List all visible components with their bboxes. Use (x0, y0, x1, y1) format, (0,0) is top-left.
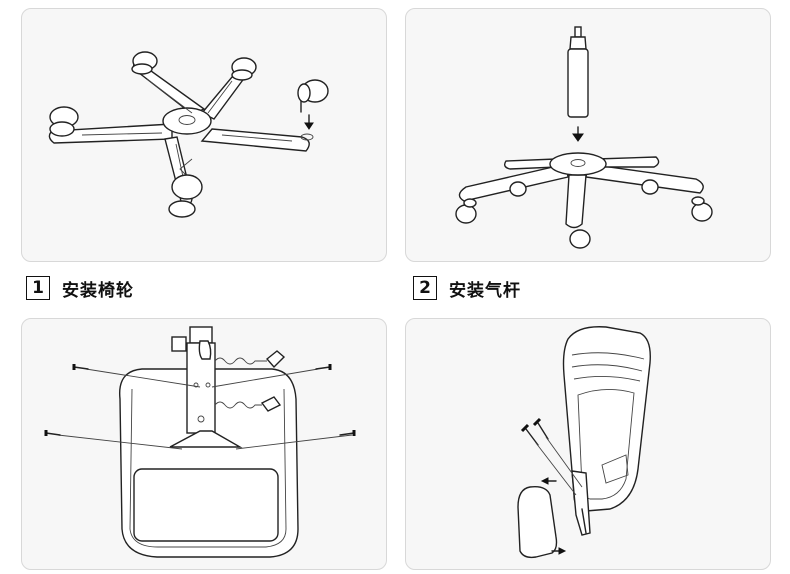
caster-install-illustration (21, 8, 387, 262)
backrest-install-illustration (405, 318, 771, 570)
step-number: 1 (26, 276, 50, 300)
screw-icon (72, 364, 89, 370)
screw-icon (520, 423, 539, 446)
arrow-icon (540, 477, 557, 485)
step-1-label: 1 安装椅轮 (26, 274, 134, 302)
step-number: 2 (413, 276, 437, 300)
chair-base-with-casters-drawing (48, 51, 329, 218)
step-title: 安装椅轮 (62, 280, 134, 301)
gas-lift-and-base-drawing (455, 26, 713, 249)
step-2-label: 2 安装气杆 (413, 274, 521, 302)
seat-mechanism-install-illustration (21, 318, 387, 570)
seat-mechanism-drawing (44, 326, 356, 558)
step-title: 安装气杆 (449, 280, 521, 301)
gas-lift-install-illustration (405, 8, 771, 262)
backrest-drawing (517, 326, 651, 559)
screw-icon (315, 364, 332, 370)
screw-icon (532, 417, 549, 440)
arrow-icon (551, 547, 567, 555)
screw-icon (339, 430, 356, 436)
screw-icon (44, 430, 61, 436)
